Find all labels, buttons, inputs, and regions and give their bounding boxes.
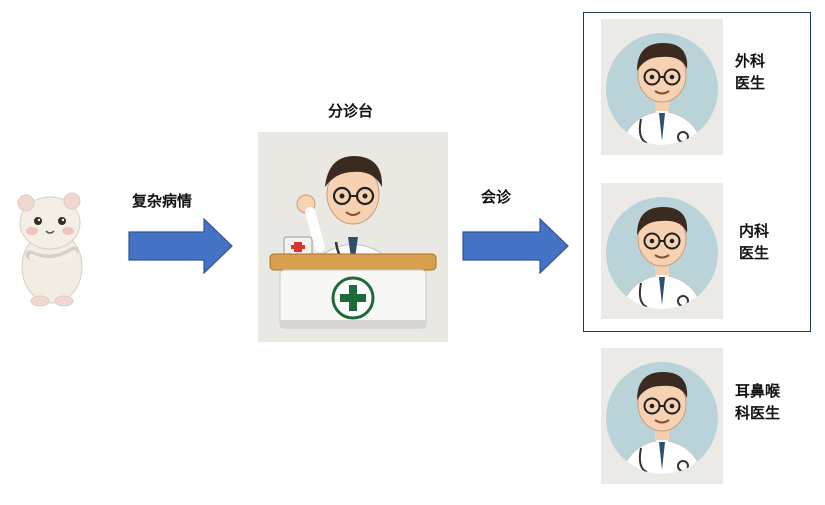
triage-desk-illustration (258, 132, 448, 342)
consultation-group-box (583, 12, 811, 332)
doctor-label-line: 医生 (739, 244, 770, 262)
doctor-card-ent (601, 348, 723, 484)
consultation-label: 会诊 (481, 188, 512, 206)
arrow-to-specialists (462, 217, 570, 275)
doctor-label-line: 耳鼻喉 (735, 382, 781, 400)
doctor-label-line: 内科 (739, 222, 770, 240)
doctor-avatar-illustration (601, 348, 723, 484)
doctor-label-internal: 内科 医生 (739, 220, 769, 264)
doctor-avatar-illustration (601, 19, 723, 155)
doctor-avatar-illustration (601, 183, 723, 319)
doctor-label-ent: 耳鼻喉 科医生 (735, 380, 780, 424)
triage-desk-label: 分诊台 (328, 102, 374, 120)
doctor-label-line: 医生 (735, 74, 766, 92)
doctor-card-internal (601, 183, 723, 319)
doctor-card-surgery (601, 19, 723, 155)
doctor-label-line: 外科 (735, 52, 766, 70)
patient-hamster-illustration (12, 185, 92, 310)
doctor-label-surgery: 外科 医生 (735, 50, 765, 94)
arrow-to-triage (128, 217, 234, 275)
doctor-label-line: 科医生 (735, 404, 781, 422)
complex-case-label: 复杂病情 (132, 192, 193, 210)
